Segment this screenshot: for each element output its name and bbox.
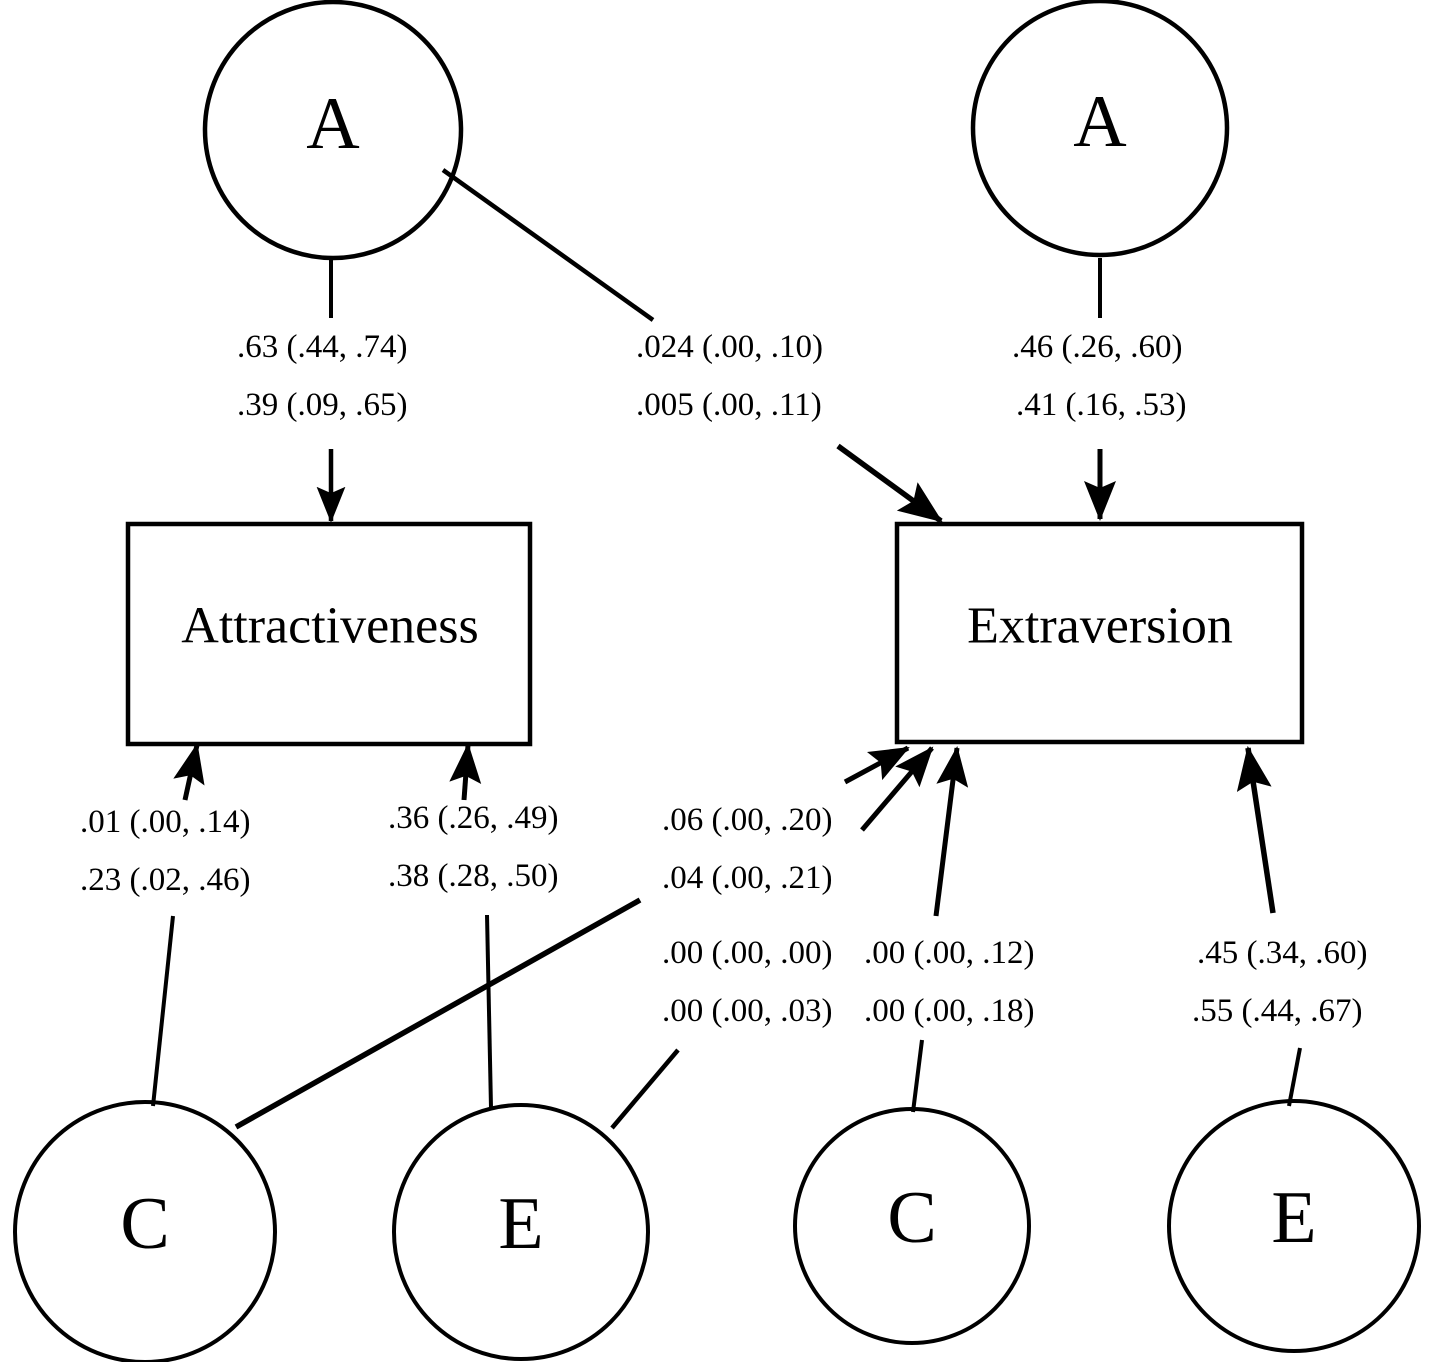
latent-node-c-left [13,1100,277,1362]
coef-a-cross-line1: .024 (.00, .10) [636,329,823,365]
coef-c-extraversion-line1: .00 (.00, .12) [864,935,1035,971]
latent-node-e-right [1167,1099,1421,1353]
latent-node-e-left-label: E [498,1183,543,1265]
manifest-node-attractiveness-label: Attractiveness [181,598,478,655]
coef-e-cross-line2: .00 (.00, .03) [662,993,833,1029]
path-e-cross-stub [610,1048,680,1130]
path-a-cross-arrow [836,443,943,524]
path-c-cross-arrow [843,745,910,785]
latent-node-c-right-label: C [887,1177,936,1259]
coef-e-attractiveness-line1: .36 (.26, .49) [388,800,559,836]
path-e-cross-arrow [860,746,934,832]
coef-c-attractiveness-line2: .23 (.02, .46) [80,862,251,898]
latent-node-e-right-label: E [1271,1177,1316,1259]
path-c-attractiveness-stub [151,915,175,1107]
latent-node-c-left-label: C [120,1183,169,1265]
path-e-extraversion-stub [1287,1047,1302,1107]
coef-e-extraversion-line2: .55 (.44, .67) [1192,993,1363,1029]
coef-c-cross-line2: .04 (.00, .21) [662,860,833,896]
coef-a-extraversion-line1: .46 (.26, .60) [1012,329,1183,365]
latent-node-a-left-label: A [306,83,359,165]
path-c-attractiveness-arrow [173,743,205,801]
path-e-attractiveness-arrow [449,743,482,801]
latent-node-a-right [970,0,1230,258]
coef-c-attractiveness-line1: .01 (.00, .14) [80,804,251,840]
coef-a-cross-line2: .005 (.00, .11) [636,387,822,423]
coef-a-extraversion-line2: .41 (.16, .53) [1016,387,1187,423]
coef-e-attractiveness-line2: .38 (.28, .50) [388,858,559,894]
latent-node-e-left [392,1103,650,1361]
manifest-node-extraversion-label: Extraversion [967,598,1233,655]
path-e-attractiveness-stub [485,914,493,1109]
path-c-extraversion-stub [911,1039,924,1113]
coef-a-attractiveness-line1: .63 (.44, .74) [237,329,408,365]
coef-a-attractiveness-line2: .39 (.09, .65) [237,387,408,423]
path-c-extraversion-arrow [933,746,969,917]
coef-e-cross-line1: .00 (.00, .00) [662,935,833,971]
manifest-node-extraversion [894,521,1305,745]
path-a-cross-stub [441,168,655,322]
path-c-cross-stub [234,897,642,1130]
latent-node-a-left [202,0,464,261]
path-e-extraversion-arrow [1236,745,1276,914]
coef-c-cross-line1: .06 (.00, .20) [662,802,833,838]
latent-node-a-right-label: A [1073,81,1126,163]
manifest-node-attractiveness [125,521,533,747]
coef-e-extraversion-line1: .45 (.34, .60) [1197,935,1368,971]
coef-c-extraversion-line2: .00 (.00, .18) [864,993,1035,1029]
